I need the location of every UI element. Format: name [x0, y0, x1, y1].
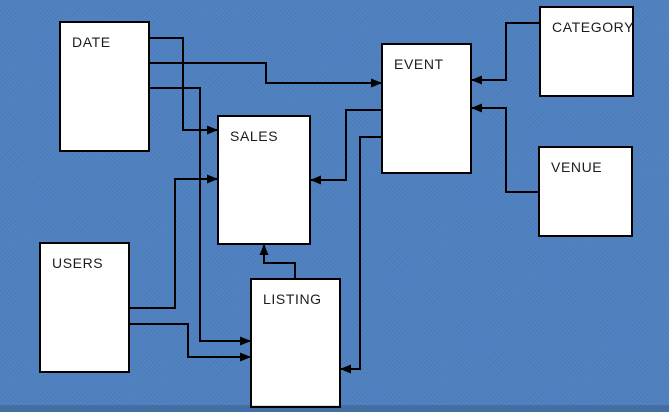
edge-event-listing — [340, 136, 381, 374]
edge-date-event — [150, 62, 382, 88]
node-label-event: EVENT — [394, 56, 444, 72]
edge-users-listing — [130, 323, 251, 362]
node-users: USERS — [39, 242, 130, 373]
node-label-category: CATEGORY — [552, 19, 635, 35]
edge-users-sales — [130, 174, 218, 309]
node-category: CATEGORY — [539, 6, 634, 97]
node-label-date: DATE — [72, 34, 111, 50]
edge-date-sales — [150, 37, 218, 135]
node-date: DATE — [59, 21, 150, 152]
node-label-sales: SALES — [230, 128, 279, 144]
edge-category-event — [471, 22, 539, 85]
edge-venue-event — [471, 103, 538, 193]
node-label-listing: LISTING — [263, 291, 322, 307]
edge-date-listing — [150, 87, 251, 346]
node-venue: VENUE — [538, 146, 633, 237]
node-label-venue: VENUE — [551, 159, 603, 175]
edge-listing-sales — [259, 244, 296, 278]
edge-event-sales — [310, 109, 381, 185]
node-sales: SALES — [217, 115, 311, 245]
node-listing: LISTING — [250, 278, 341, 408]
node-event: EVENT — [381, 43, 472, 174]
node-label-users: USERS — [52, 255, 104, 271]
